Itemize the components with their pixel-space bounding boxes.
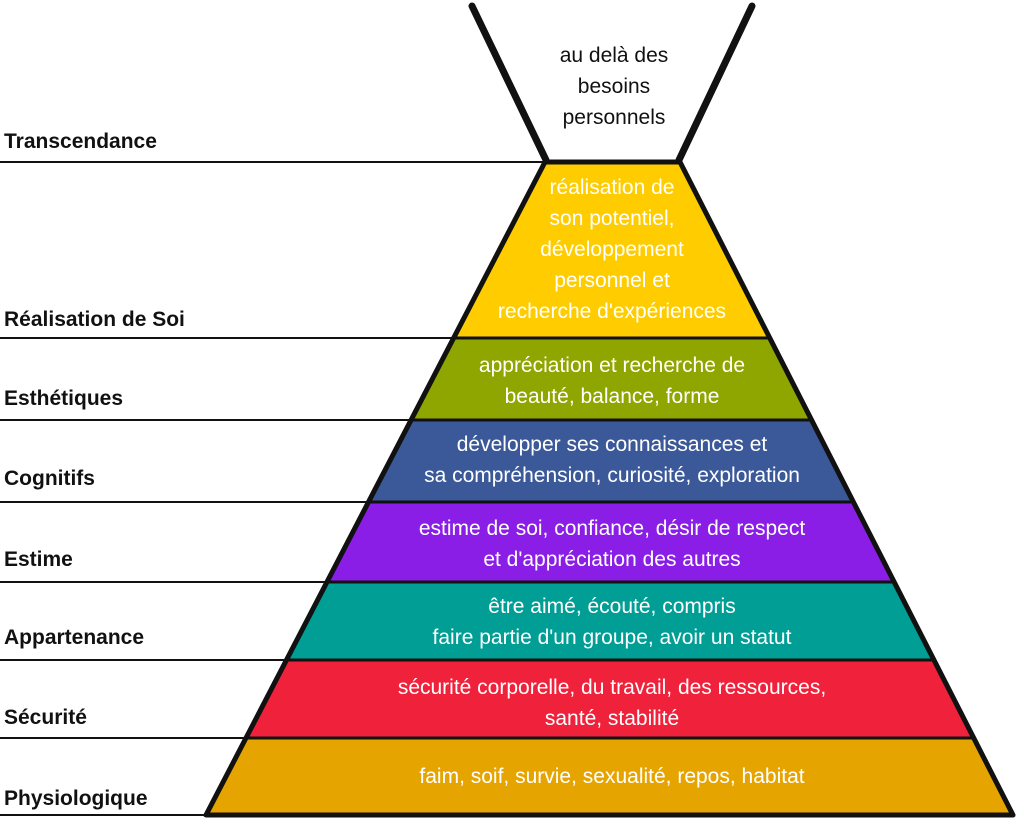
band-text-line: estime de soi, confiance, désir de respe… xyxy=(419,517,806,540)
level-label: Estime xyxy=(4,548,73,571)
level-label: Transcendance xyxy=(4,130,157,153)
funnel-left-line xyxy=(468,2,550,164)
band-text-line: sa compréhension, curiosité, exploration xyxy=(424,464,800,487)
top-text-line: personnels xyxy=(563,106,666,129)
level-label: Sécurité xyxy=(4,706,87,729)
level-label: Réalisation de Soi xyxy=(4,308,185,331)
band-text-line: développement xyxy=(540,238,684,261)
level-label: Appartenance xyxy=(4,626,144,649)
band-text-line: être aimé, écouté, compris xyxy=(488,595,735,618)
band-text-line: faire partie d'un groupe, avoir un statu… xyxy=(433,626,792,649)
level-label: Cognitifs xyxy=(4,467,95,490)
level-label: Esthétiques xyxy=(4,387,123,410)
band-text-line: beauté, balance, forme xyxy=(505,385,720,408)
band-text-line: personnel et xyxy=(554,269,670,292)
funnel-right-line xyxy=(675,2,756,164)
band-text-line: faim, soif, survie, sexualité, repos, ha… xyxy=(419,765,804,788)
pyramid-outline xyxy=(203,159,1016,818)
band-text-line: et d'appréciation des autres xyxy=(483,548,740,571)
top-text-line: besoins xyxy=(578,75,650,98)
level-label: Physiologique xyxy=(4,787,148,810)
band-text-line: réalisation de xyxy=(550,176,675,199)
top-text-line: au delà des xyxy=(560,44,669,67)
band-text-line: développer ses connaissances et xyxy=(457,433,768,456)
band-text-line: son potentiel, xyxy=(550,207,675,230)
band-text-line: recherche d'expériences xyxy=(498,300,726,323)
band-text-line: santé, stabilité xyxy=(545,707,679,730)
band-text-line: appréciation et recherche de xyxy=(479,354,745,377)
band-text-line: sécurité corporelle, du travail, des res… xyxy=(398,676,826,699)
